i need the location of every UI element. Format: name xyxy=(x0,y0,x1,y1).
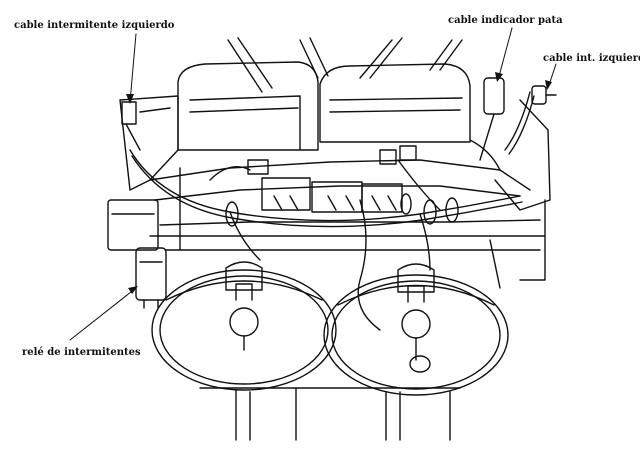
leader-lines xyxy=(69,27,557,341)
label-left-indicator-cable: cable intermitente izquierdo xyxy=(14,20,175,31)
wiring-harness xyxy=(129,91,535,331)
stand-indicator-switch xyxy=(479,77,505,161)
frame-tubes xyxy=(227,37,463,93)
left-int-connector xyxy=(531,85,557,105)
fork-tubes xyxy=(199,387,461,441)
harness-clamps xyxy=(225,193,459,227)
connector-block xyxy=(247,145,417,213)
left-headlight xyxy=(151,261,337,391)
left-indicator-connector xyxy=(121,101,141,151)
instrument-housings xyxy=(177,61,471,151)
headlight-bracket-body xyxy=(119,95,551,289)
label-stand-indicator-cable: cable indicador pata xyxy=(448,15,563,26)
right-headlight xyxy=(323,263,509,396)
label-left-int-cable: cable int. izquierdo xyxy=(543,53,640,64)
flasher-relay-body xyxy=(107,199,167,309)
leader-arrowheads xyxy=(126,72,552,294)
label-flasher-relay: relé de intermitentes xyxy=(22,347,141,358)
